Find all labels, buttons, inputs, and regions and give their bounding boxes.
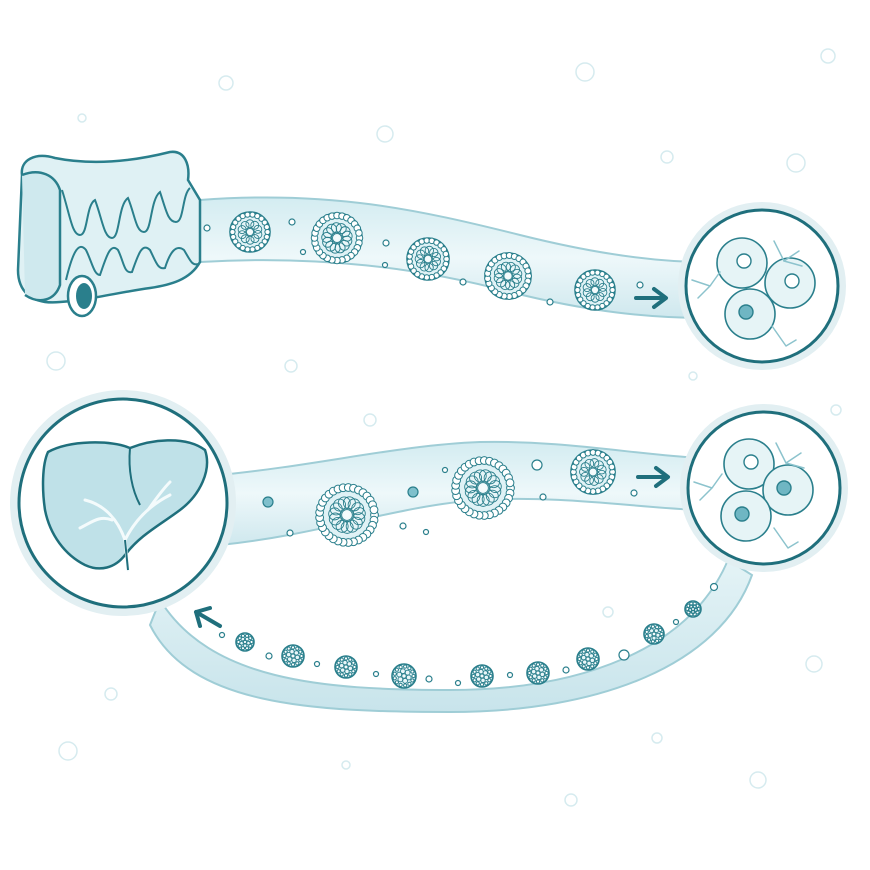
lipoprotein-particle xyxy=(334,655,358,679)
bubble xyxy=(284,359,298,373)
small-particle xyxy=(382,239,390,247)
top-vessel xyxy=(199,196,706,320)
arrow-left-icon xyxy=(194,606,222,628)
bubble xyxy=(341,760,351,770)
small-particle xyxy=(313,660,321,668)
small-particle xyxy=(299,248,307,256)
small-particle xyxy=(618,649,630,661)
lipoprotein-particle xyxy=(315,483,379,547)
cell-cluster-icon xyxy=(678,202,846,370)
small-particle xyxy=(531,459,543,471)
arrow-right-icon xyxy=(636,466,670,488)
middle-vessel-particles xyxy=(262,449,638,547)
return-vessel xyxy=(148,558,754,714)
small-particle xyxy=(454,679,462,687)
small-particle xyxy=(709,582,719,592)
lipoprotein-particle xyxy=(576,647,600,671)
return-vessel-particles xyxy=(218,582,719,689)
lipoprotein-particle xyxy=(526,661,550,685)
small-particle xyxy=(218,631,226,639)
small-particle xyxy=(262,496,274,508)
small-particle xyxy=(562,666,570,674)
small-particle xyxy=(636,281,644,289)
bubble xyxy=(805,655,823,673)
lipoprotein-particle xyxy=(229,211,271,253)
lipoprotein-particle xyxy=(451,456,515,520)
bubble xyxy=(363,413,377,427)
small-particle xyxy=(506,671,514,679)
arrow-right-icon xyxy=(634,287,668,309)
small-particle xyxy=(546,298,554,306)
small-particle xyxy=(203,224,211,232)
bubble xyxy=(749,771,767,789)
lipoprotein-particle xyxy=(643,623,665,645)
lipoprotein-particle xyxy=(574,269,616,311)
lipoprotein-particle xyxy=(310,211,364,265)
lipoprotein-particle xyxy=(484,252,532,300)
small-particle xyxy=(407,486,419,498)
small-particle xyxy=(539,493,547,501)
small-particle xyxy=(459,278,467,286)
lipoprotein-particle xyxy=(406,237,450,281)
bubble xyxy=(58,741,78,761)
bubble xyxy=(830,404,842,416)
bubble xyxy=(564,793,578,807)
bubble xyxy=(660,150,674,164)
small-particle xyxy=(441,466,449,474)
small-particle xyxy=(425,675,433,683)
bubble xyxy=(602,606,614,618)
small-particle xyxy=(288,218,296,226)
background-bubbles xyxy=(46,48,842,807)
intestine-icon xyxy=(16,150,202,318)
bubble xyxy=(104,687,118,701)
lipoprotein-particle xyxy=(235,632,255,652)
top-vessel-particles xyxy=(203,211,644,311)
lipoprotein-particle xyxy=(684,600,702,618)
small-particle xyxy=(422,528,430,536)
liver-icon xyxy=(10,390,236,616)
small-particle xyxy=(672,618,680,626)
bubble xyxy=(786,153,806,173)
bubble xyxy=(376,125,394,143)
small-particle xyxy=(381,261,389,269)
bubble xyxy=(77,113,87,123)
bubble xyxy=(218,75,234,91)
small-particle xyxy=(265,652,273,660)
small-particle xyxy=(630,489,638,497)
small-particle xyxy=(372,670,380,678)
bubble xyxy=(688,371,698,381)
bubble xyxy=(46,351,66,371)
small-particle xyxy=(399,522,407,530)
lipoprotein-particle xyxy=(570,449,616,495)
cell-cluster-icon xyxy=(680,404,848,572)
bubble xyxy=(575,62,595,82)
bubble xyxy=(820,48,836,64)
bubble xyxy=(651,732,663,744)
lipoprotein-particle xyxy=(281,644,305,668)
small-particle xyxy=(286,529,294,537)
lipoprotein-particle xyxy=(391,663,417,689)
lipoprotein-particle xyxy=(470,664,494,688)
